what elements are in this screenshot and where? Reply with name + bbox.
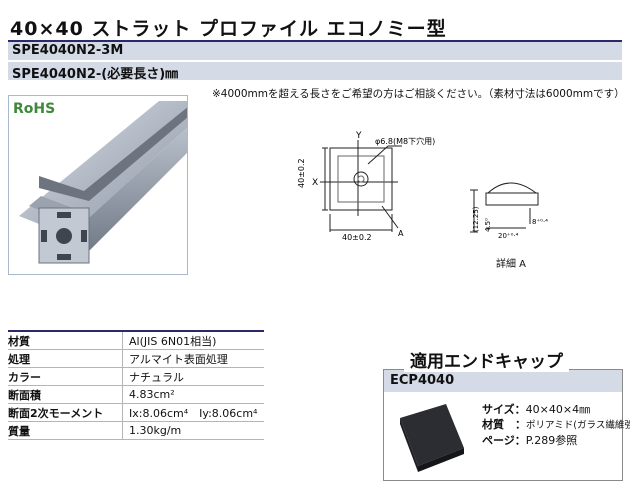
spec-key: 質量 bbox=[8, 421, 123, 440]
endcap-panel: ECP4040 サイズ：40×40×4㎜ 材質 ：ポリアミド(ガラス繊維強化) … bbox=[383, 369, 630, 481]
detail-a-label: 詳細 A bbox=[496, 259, 527, 270]
spec-value: アルマイト表面処理 bbox=[122, 349, 264, 368]
spec-value: Ix:8.06cm⁴ Iy:8.06cm⁴ bbox=[122, 403, 264, 422]
product-code-1: SPE4040N2-3M bbox=[12, 43, 124, 58]
product-code-bar-2: SPE4040N2-(必要長さ)㎜ bbox=[8, 62, 622, 82]
cross-section-drawing: Y X φ6.8(M8下穴用) 40±0.2 40±0.2 A (12.25) … bbox=[290, 128, 550, 268]
spec-key: 処理 bbox=[8, 349, 123, 368]
detail-point-a: A bbox=[398, 229, 404, 238]
product-code-bar-1: SPE4040N2-3M bbox=[8, 42, 622, 61]
height-dimension: 40±0.2 bbox=[297, 158, 306, 188]
spec-value: Al(JIS 6N01相当) bbox=[122, 330, 264, 350]
spec-key: カラー bbox=[8, 367, 123, 386]
spec-key: 断面積 bbox=[8, 385, 123, 404]
y-axis-label: Y bbox=[355, 131, 362, 141]
endcap-code-bar: ECP4040 bbox=[384, 370, 622, 392]
hole-label: φ6.8(M8下穴用) bbox=[375, 136, 435, 146]
page-value: P.289参照 bbox=[525, 434, 578, 447]
endcap-image bbox=[400, 404, 464, 472]
size-label: サイズ： bbox=[482, 403, 526, 416]
rohs-badge: RoHS bbox=[13, 101, 56, 117]
material-value: ポリアミド(ガラス繊維強化) bbox=[526, 420, 630, 431]
spec-value: 4.83cm² bbox=[122, 385, 264, 404]
dim-20: 20⁺⁰·⁴ bbox=[498, 232, 519, 240]
material-label: 材質 ： bbox=[482, 418, 526, 431]
size-value: 40×40×4㎜ bbox=[525, 403, 591, 416]
spec-value: ナチュラル bbox=[122, 367, 264, 386]
product-photo: RoHS bbox=[8, 95, 188, 275]
spec-row: 処理アルマイト表面処理 bbox=[8, 349, 264, 368]
page-label: ページ： bbox=[482, 434, 526, 447]
spec-row: カラーナチュラル bbox=[8, 367, 264, 386]
dim-4-5: 4.5⁰ bbox=[484, 218, 492, 232]
dim-12-25: (12.25) bbox=[472, 206, 480, 232]
title-divider bbox=[8, 40, 622, 42]
endcap-title: 適用エンドキャップ bbox=[404, 347, 569, 372]
endcap-code: ECP4040 bbox=[390, 373, 455, 388]
length-note: ※4000mmを超える長さをご希望の方はご相談ください。（素材寸法は6000mm… bbox=[212, 88, 625, 100]
product-code-2: SPE4040N2-(必要長さ)㎜ bbox=[12, 67, 179, 82]
page-title: 40×40 ストラット プロファイル エコノミー型 bbox=[10, 18, 447, 40]
spec-value: 1.30kg/m bbox=[122, 421, 264, 440]
width-dimension: 40±0.2 bbox=[342, 233, 372, 242]
endcap-info: サイズ：40×40×4㎜ 材質 ：ポリアミド(ガラス繊維強化) ページ：P.28… bbox=[482, 402, 630, 448]
spec-key: 材質 bbox=[8, 330, 123, 350]
spec-key: 断面2次モーメント bbox=[8, 403, 123, 422]
dim-8: 8⁺⁰·⁴ bbox=[532, 218, 548, 226]
x-axis-label: X bbox=[312, 178, 318, 188]
profile-illustration bbox=[19, 101, 187, 264]
